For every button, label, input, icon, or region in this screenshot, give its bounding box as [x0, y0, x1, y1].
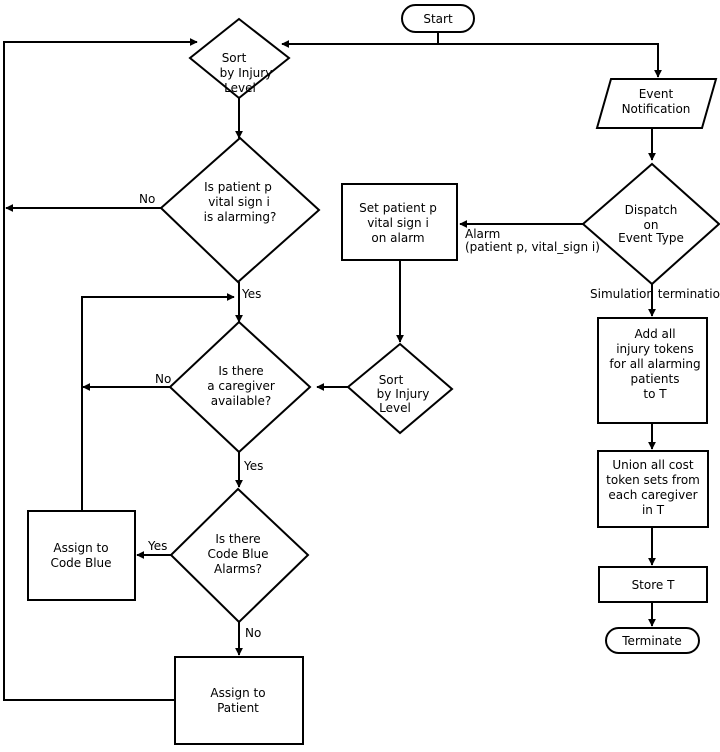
- node-sort-top: Sort by Injury Level: [188, 17, 291, 100]
- label-alarming-no: No: [139, 192, 155, 206]
- edge-start-to-sort: [281, 32, 439, 48]
- node-alarming-line2: vital sign i: [208, 195, 270, 209]
- node-alarming-line1: Is patient p: [204, 180, 272, 194]
- node-codeblue-line2: Code Blue: [207, 547, 268, 561]
- node-union-line2: token sets from: [606, 473, 700, 487]
- node-terminate-label: Terminate: [621, 634, 681, 648]
- label-caregiver-no: No: [155, 372, 171, 386]
- node-caregiver-line2: a caregiver: [207, 379, 275, 393]
- node-union-line3: each caregiver: [608, 488, 697, 502]
- label-codeblue-yes: Yes: [147, 539, 167, 553]
- node-addtokens-line4: patients: [631, 372, 680, 386]
- node-set-alarm: Set patient p vital sign i on alarm: [341, 183, 458, 261]
- label-alarm-line2: (patient p, vital_sign i): [465, 240, 600, 254]
- node-codeblue-line3: Alarms?: [214, 562, 262, 576]
- node-assignpatient-line1: Assign to: [210, 686, 265, 700]
- node-union-sets: Union all cost token sets from each care…: [597, 450, 709, 528]
- edges: [3, 32, 662, 701]
- node-caregiver-line1: Is there: [218, 364, 263, 378]
- node-start-label: Start: [423, 12, 453, 26]
- node-addtokens-line2: injury tokens: [616, 342, 694, 356]
- node-store-label: Store T: [632, 578, 676, 592]
- node-caregiver-available: Is there a caregiver available?: [168, 320, 312, 454]
- edge-assignpatient-loop: [3, 38, 198, 701]
- node-setalarm-line3: on alarm: [371, 231, 424, 245]
- node-union-line4: in T: [642, 503, 665, 517]
- edge-start-to-event: [438, 43, 662, 78]
- node-sortmid-line1: Sort: [379, 373, 404, 387]
- label-codeblue-no: No: [245, 626, 261, 640]
- node-sort-top-line2: by Injury: [220, 66, 273, 80]
- node-sortmid-line3: Level: [379, 401, 411, 415]
- node-event-line2: Notification: [622, 102, 691, 116]
- node-union-line1: Union all cost: [612, 458, 694, 472]
- node-caregiver-line3: available?: [211, 394, 272, 408]
- node-sort-top-line1: Sort: [222, 51, 247, 65]
- node-terminate: Terminate: [605, 627, 700, 654]
- edge-assigncodeblue-loop: [81, 293, 235, 511]
- node-setalarm-line2: vital sign i: [367, 216, 429, 230]
- node-assignpatient-line2: Patient: [217, 701, 259, 715]
- label-alarming-yes: Yes: [241, 287, 261, 301]
- node-sortmid-line2: by Injury: [377, 387, 430, 401]
- node-codeblue-line1: Is there: [215, 532, 260, 546]
- edge-labels: No Yes Alarm (patient p, vital_sign i) S…: [139, 192, 720, 640]
- node-dispatch-line2: on: [644, 218, 659, 232]
- label-caregiver-yes: Yes: [243, 459, 263, 473]
- node-code-blue-alarms: Is there Code Blue Alarms?: [169, 487, 310, 624]
- node-event-notification: Event Notification: [595, 78, 718, 129]
- node-assign-patient: Assign to Patient: [174, 656, 304, 745]
- label-sim-termination: Simulation termination: [590, 287, 720, 301]
- node-dispatch-line3: Event Type: [618, 231, 684, 245]
- node-setalarm-line1: Set patient p: [359, 201, 437, 215]
- node-assigncodeblue-line1: Assign to: [53, 541, 108, 555]
- node-assign-code-blue: Assign to Code Blue: [27, 510, 136, 601]
- node-assigncodeblue-line2: Code Blue: [50, 556, 111, 570]
- node-dispatch-line1: Dispatch: [625, 203, 678, 217]
- label-alarm-line1: Alarm: [465, 227, 500, 241]
- node-store-t: Store T: [598, 566, 708, 603]
- node-event-line1: Event: [639, 87, 674, 101]
- node-alarming-line3: is alarming?: [204, 210, 277, 224]
- node-sort-top-line3: Level: [224, 81, 256, 95]
- node-dispatch: Dispatch on Event Type: [581, 162, 720, 286]
- node-addtokens-line5: to T: [643, 387, 667, 401]
- node-addtokens-line1: Add all: [634, 327, 675, 341]
- node-is-alarming: Is patient p vital sign i is alarming?: [159, 136, 321, 284]
- node-addtokens-line3: for all alarming: [609, 357, 700, 371]
- node-start: Start: [401, 4, 475, 33]
- node-sort-mid: Sort by Injury Level: [346, 342, 454, 435]
- node-add-tokens: Add all injury tokens for all alarming p…: [597, 317, 708, 424]
